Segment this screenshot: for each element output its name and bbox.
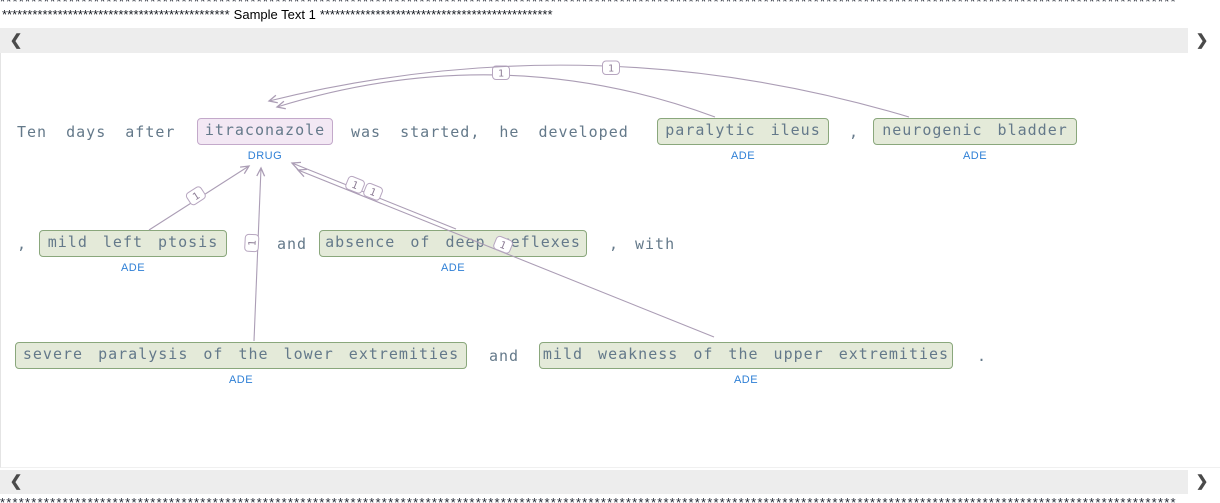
next-arrow-icon[interactable]: ❯ <box>1195 32 1209 49</box>
entity-span-ade[interactable]: paralytic ileus <box>657 118 829 145</box>
prev-arrow-icon-bottom[interactable]: ❮ <box>9 473 23 490</box>
sentence-text: was started, he developed <box>351 123 629 141</box>
entity-type-label: ADE <box>730 150 756 162</box>
relation-label[interactable]: 1 <box>602 60 620 75</box>
svg-text:1: 1 <box>608 64 614 75</box>
entity-type-label: ADE <box>962 150 988 162</box>
arrowhead-icon <box>240 165 251 175</box>
entity-type-label: ADE <box>440 262 466 274</box>
entity-span-ade[interactable]: mild left ptosis <box>39 230 227 257</box>
relation-label[interactable]: 1 <box>492 65 510 80</box>
arrowhead-icon <box>256 166 266 177</box>
entity-span-ade[interactable]: absence of deep reflexes <box>319 230 587 257</box>
relation-label[interactable]: 1 <box>244 233 260 253</box>
entity-span-ade[interactable]: neurogenic bladder <box>873 118 1077 145</box>
sentence-text: and <box>489 347 520 365</box>
entity-type-label: DRUG <box>247 150 283 162</box>
relation-label[interactable]: 1 <box>345 175 366 194</box>
sentence-text: with <box>635 235 676 253</box>
entity-span-ade[interactable]: severe paralysis of the lower extremitie… <box>15 342 467 369</box>
relation-arc <box>253 167 262 342</box>
arrowhead-icon <box>296 168 308 178</box>
entity-span-ade[interactable]: mild weakness of the upper extremities <box>539 342 953 369</box>
next-separator-partial: ****************************************… <box>0 496 1220 503</box>
separator-stars-right: ****************************************… <box>319 7 553 22</box>
sentence-text: . <box>977 347 988 365</box>
entity-type-label: ADE <box>228 374 254 386</box>
sentence-text: Ten days after <box>17 123 176 141</box>
relation-label[interactable]: 1 <box>185 185 207 206</box>
svg-text:1: 1 <box>368 187 378 199</box>
svg-text:1: 1 <box>191 191 202 204</box>
section-separator: ****************************************… <box>2 6 1218 24</box>
sentence-text: , <box>849 123 860 141</box>
entity-type-label: ADE <box>733 374 759 386</box>
relation-arc <box>291 162 457 230</box>
svg-text:1: 1 <box>247 240 258 247</box>
sentence-text: , <box>609 235 620 253</box>
arrowhead-icon <box>275 100 286 110</box>
relation-arc <box>148 165 250 231</box>
relation-label[interactable]: 1 <box>363 182 384 201</box>
svg-text:1: 1 <box>350 180 360 192</box>
entity-type-label: ADE <box>120 262 146 274</box>
next-arrow-icon-bottom[interactable]: ❯ <box>1195 473 1209 490</box>
bottom-scroll-bar[interactable] <box>0 470 1188 494</box>
arrowhead-icon <box>290 161 302 171</box>
arrowhead-icon <box>267 94 278 104</box>
relation-arc <box>268 64 910 118</box>
previous-separator-partial: ****************************************… <box>0 0 1220 5</box>
entity-span-drug[interactable]: itraconazole <box>197 118 333 145</box>
relation-arc <box>276 74 716 118</box>
sentence-text: and <box>277 235 308 253</box>
prev-arrow-icon[interactable]: ❮ <box>9 32 23 49</box>
page-title: Sample Text 1 <box>233 7 316 22</box>
separator-stars-left: ****************************************… <box>2 7 230 22</box>
top-scroll-bar[interactable] <box>0 28 1188 53</box>
svg-text:1: 1 <box>498 69 504 80</box>
sentence-text: , <box>17 235 28 253</box>
